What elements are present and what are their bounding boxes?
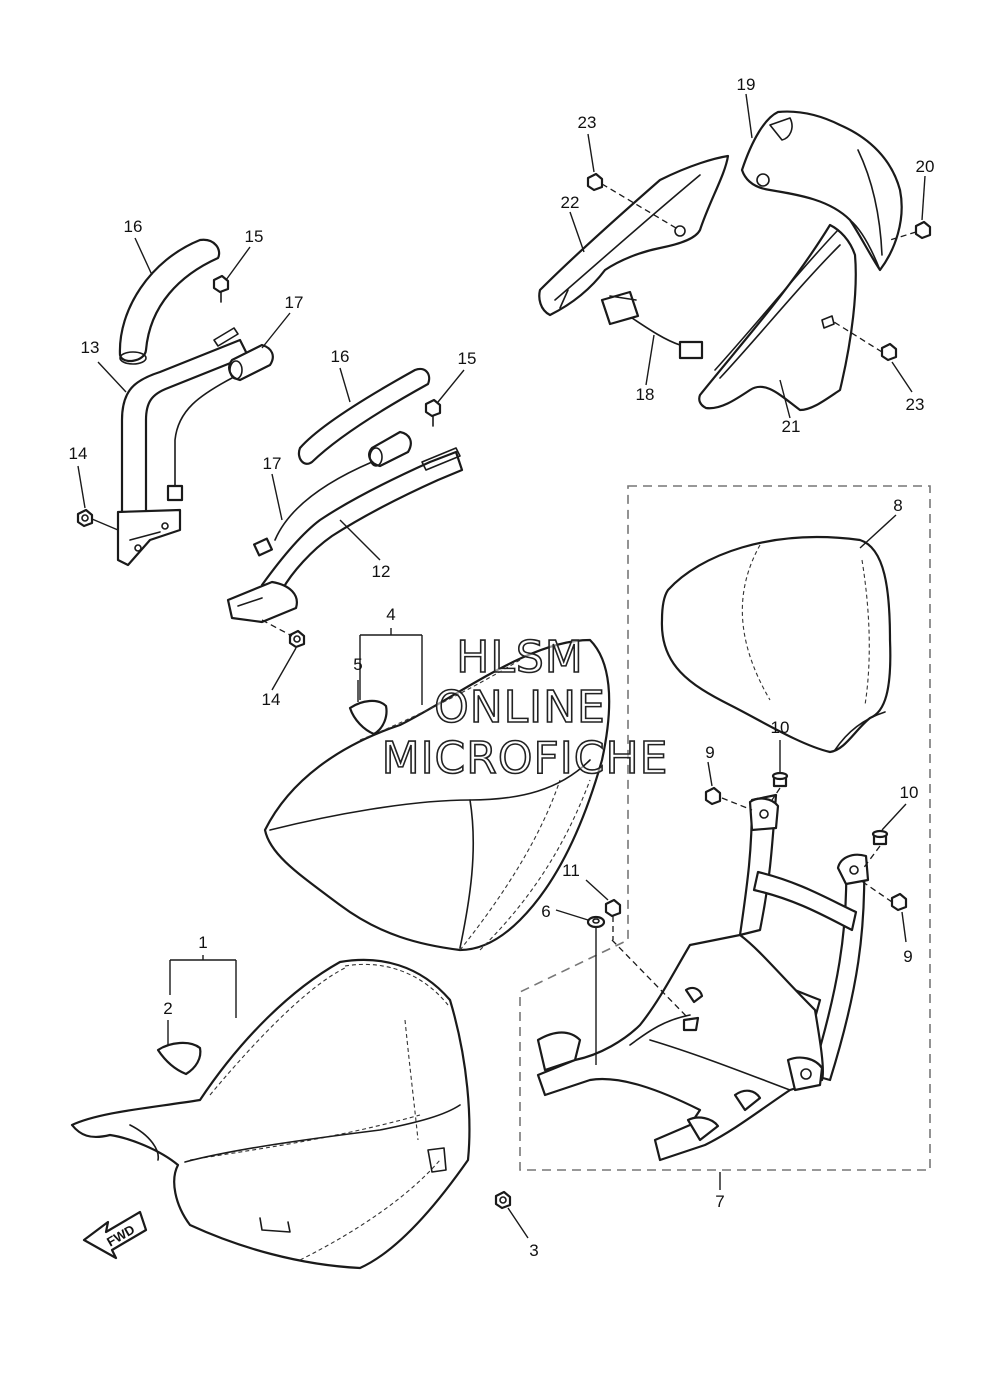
callout-12: 12 xyxy=(372,562,391,581)
callout-8: 8 xyxy=(893,496,902,515)
callout-20: 20 xyxy=(916,157,935,176)
callout-16-left: 16 xyxy=(124,217,143,236)
watermark-line-1: HLSM xyxy=(456,632,584,683)
callout-23-top: 23 xyxy=(578,113,597,132)
callout-17-left: 17 xyxy=(285,293,304,312)
callout-9-upper: 9 xyxy=(705,743,714,762)
washer-6 xyxy=(586,915,606,929)
backrest-pad xyxy=(660,536,892,754)
callout-14-right: 14 xyxy=(262,690,281,709)
bolt-3 xyxy=(494,1190,512,1210)
callout-14-left: 14 xyxy=(69,444,88,463)
callout-7: 7 xyxy=(715,1192,724,1211)
callout-10-lower: 10 xyxy=(900,783,919,802)
bolt-9-lower xyxy=(890,892,908,912)
wire-harness-left xyxy=(166,327,274,502)
backrest-bracket xyxy=(536,793,870,1162)
bolt-20 xyxy=(914,220,932,240)
collar-10-upper xyxy=(771,771,789,788)
callout-9-lower: 9 xyxy=(903,947,912,966)
callout-2: 2 xyxy=(163,999,172,1018)
tail-cowl-lower xyxy=(698,223,857,412)
forward-direction-arrow: FWD xyxy=(82,1210,148,1260)
callout-numbers: 1 2 3 4 5 6 7 8 9 9 10 10 11 12 13 14 14… xyxy=(69,75,935,1260)
passenger-seat-trim xyxy=(348,699,388,736)
bolt-11 xyxy=(604,898,622,918)
callout-11: 11 xyxy=(562,861,580,880)
callout-5: 5 xyxy=(353,655,362,674)
side-cover-left xyxy=(538,154,730,317)
connector-harness xyxy=(600,290,704,360)
wire-harness-right xyxy=(253,430,461,557)
leader-lines xyxy=(77,93,926,1239)
bolt-14-left xyxy=(76,508,94,528)
callout-10-upper: 10 xyxy=(771,718,790,737)
backrest-assembly-box xyxy=(519,485,931,1171)
callout-17-right: 17 xyxy=(263,454,282,473)
collar-10-lower xyxy=(871,829,889,846)
callout-1: 1 xyxy=(198,933,207,952)
watermark: HLSM ONLINE MICROFICHE xyxy=(381,631,669,785)
bolt-9-upper xyxy=(704,786,722,806)
callout-21: 21 xyxy=(782,417,801,436)
callout-3: 3 xyxy=(529,1241,538,1260)
tail-cowl-upper xyxy=(740,110,903,272)
callout-23-bottom: 23 xyxy=(906,395,925,414)
callout-22: 22 xyxy=(561,193,580,212)
callout-15-right: 15 xyxy=(458,349,477,368)
screw-15-left xyxy=(212,274,230,303)
watermark-line-3: MICROFICHE xyxy=(382,733,669,784)
seat-side-trim xyxy=(156,1041,202,1076)
grab-rail-right xyxy=(226,450,464,624)
callout-15-left: 15 xyxy=(245,227,264,246)
callout-13: 13 xyxy=(81,338,100,357)
callout-4: 4 xyxy=(386,605,395,624)
watermark-line-2: ONLINE xyxy=(434,682,606,733)
bolt-14-right xyxy=(288,629,306,649)
callout-6: 6 xyxy=(541,902,550,921)
grip-cover-left xyxy=(118,238,221,363)
callout-16-right: 16 xyxy=(331,347,350,366)
grip-cover-right xyxy=(297,367,431,465)
callout-19: 19 xyxy=(737,75,756,94)
screw-15-right xyxy=(424,398,442,427)
passenger-seat xyxy=(263,638,611,952)
grab-rail-left xyxy=(116,338,250,567)
rider-seat xyxy=(70,958,471,1270)
bolt-23-bottom xyxy=(821,315,898,362)
callout-18: 18 xyxy=(636,385,655,404)
bolt-23-top xyxy=(586,172,604,192)
